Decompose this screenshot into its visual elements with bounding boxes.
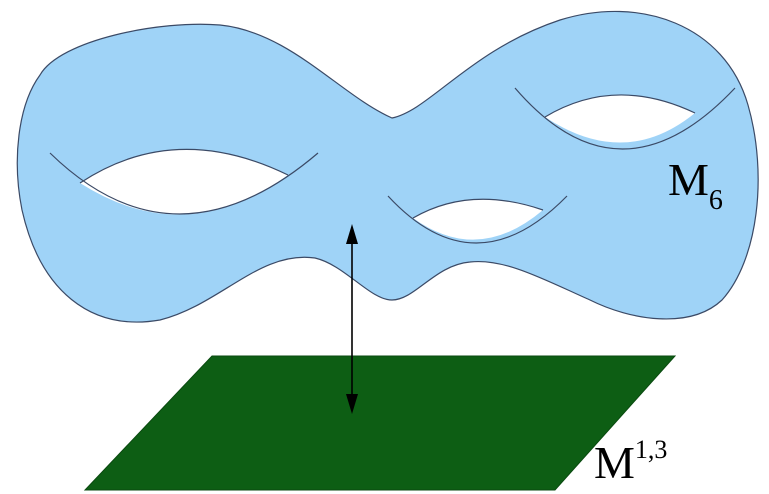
internal-manifold-label-base: M <box>668 154 709 205</box>
spacetime-label-base: M <box>594 437 635 488</box>
spacetime-label-superscript: 1,3 <box>635 435 668 464</box>
spacetime-plane <box>85 356 675 490</box>
internal-manifold-label-subscript: 6 <box>709 185 723 216</box>
spacetime-label: M1,3 <box>594 435 667 488</box>
